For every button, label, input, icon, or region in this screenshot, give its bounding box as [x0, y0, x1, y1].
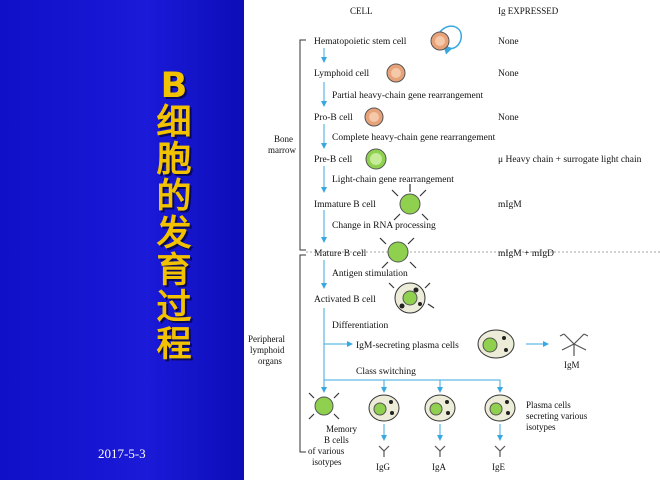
stage-preb-label: Pre-B cell [314, 155, 353, 165]
prob-nucleus-icon [369, 112, 379, 122]
stage-mature-ig: mIgM + mIgD [498, 249, 554, 259]
plasma-various-line3: isotypes [526, 422, 556, 432]
lymphoid-nucleus-icon [391, 68, 401, 78]
isotype-igg: IgG [376, 462, 390, 472]
plasma-cell-iga-icon [424, 394, 456, 422]
region-peripheral-label: Peripheral [248, 334, 285, 344]
ige-antibody-icon [494, 445, 506, 457]
header-ig: Ig EXPRESSED [498, 6, 559, 16]
stage-hsc-ig: None [498, 37, 519, 47]
igg-antibody-icon [378, 445, 390, 457]
step-rna-processing: Change in RNA processing [332, 221, 436, 231]
plasma-various-line2: secreting various [526, 411, 588, 421]
memory-line3: of various [308, 446, 345, 456]
plasma-cell-igg-icon [368, 394, 400, 422]
plasma-igm-label: IgM-secreting plasma cells [356, 341, 459, 351]
isotype-ige: IgE [492, 462, 505, 472]
igm-label: IgM [564, 360, 580, 370]
step-complete-heavy: Complete heavy-chain gene rearrangement [332, 133, 496, 143]
step-partial-heavy: Partial heavy-chain gene rearrangement [332, 91, 483, 101]
stage-lymphoid-label: Lymphoid cell [314, 69, 370, 79]
activated-b-cell-icon [388, 282, 435, 314]
isotype-iga: IgA [432, 462, 446, 472]
self-renewal-arrow [439, 25, 463, 55]
plasma-various-line1: Plasma cells [526, 400, 571, 410]
title-panel: B细胞的发育过程 2017-5-3 [0, 0, 244, 480]
igm-plasma-cell-icon [477, 329, 515, 359]
stage-preb-ig: μ Heavy chain + surrogate light chain [498, 155, 642, 165]
step-differentiation: Differentiation [332, 320, 389, 331]
step-antigen: Antigen stimulation [332, 269, 408, 279]
step-light-chain: Light-chain gene rearrangement [332, 175, 454, 185]
region-lymphoid-label: lymphoid [250, 345, 285, 355]
stage-lymphoid-ig: None [498, 69, 519, 79]
b-cell-development-diagram: CELL Ig EXPRESSED Bone marrow Peripheral… [244, 0, 660, 480]
stage-prob-ig: None [498, 113, 519, 123]
plasma-cell-ige-icon [484, 394, 516, 422]
stage-prob-label: Pro-B cell [314, 113, 353, 123]
slide-date: 2017-5-3 [98, 446, 146, 461]
iga-antibody-icon [434, 445, 446, 457]
peripheral-bracket [299, 254, 306, 453]
hsc-nucleus-icon [435, 36, 445, 46]
memory-line2: B cells [324, 435, 349, 445]
memory-line4: isotypes [312, 457, 342, 467]
stage-hsc-label: Hematopoietic stem cell [314, 37, 407, 47]
region-marrow-label: marrow [268, 145, 296, 155]
igm-pentamer-icon [559, 333, 589, 356]
step-class-switching: Class switching [356, 367, 416, 377]
memory-line1: Memory [326, 424, 357, 434]
memory-b-cell-icon [308, 392, 340, 420]
stage-activated-label: Activated B cell [314, 295, 376, 305]
diagram-canvas: CELL Ig EXPRESSED Bone marrow Peripheral… [248, 6, 660, 472]
stage-immature-ig: mIgM [498, 200, 522, 210]
region-organs-label: organs [258, 356, 282, 366]
immature-b-cell-icon [391, 184, 429, 221]
preb-nucleus-icon [370, 153, 382, 165]
class-switch-line [324, 379, 503, 393]
region-bone-label: Bone [274, 134, 293, 144]
stage-mature-label: Mature B cell [314, 249, 367, 259]
slide-title: B细胞的发育过程 [156, 66, 192, 365]
diff-arrow [323, 330, 353, 347]
mature-b-cell-icon [379, 237, 417, 269]
stage-immature-label: Immature B cell [314, 200, 376, 210]
bone-marrow-bracket [299, 39, 306, 251]
header-cell: CELL [350, 6, 373, 16]
